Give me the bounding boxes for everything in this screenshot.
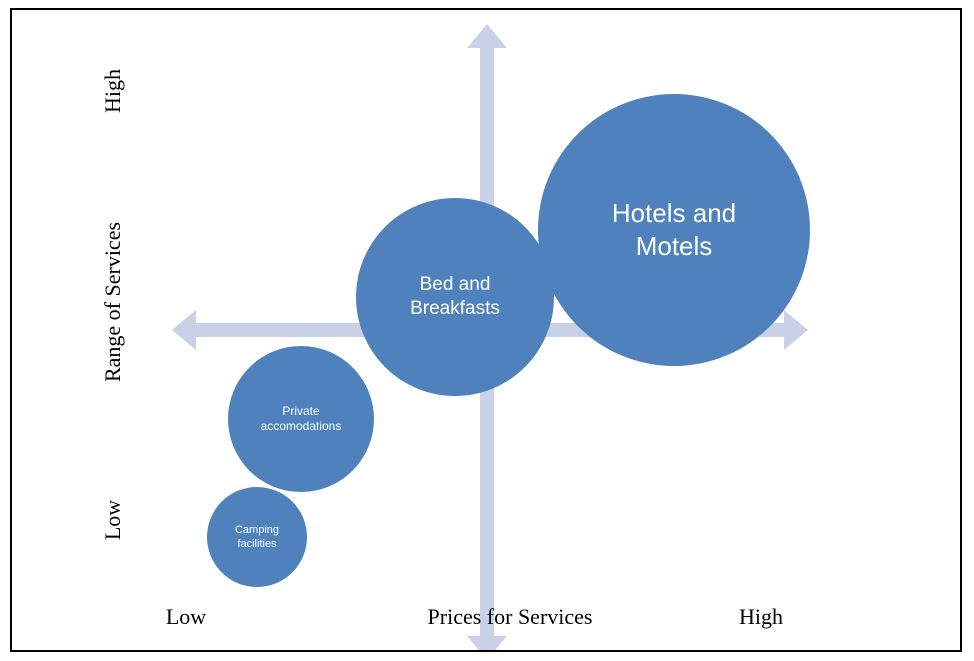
y-axis-label-low: Low xyxy=(100,499,125,541)
bubble-bed-and-breakfasts: Bed and Breakfasts xyxy=(356,198,554,396)
bubble-private-accomodations: Private accomodations xyxy=(228,346,374,492)
x-axis-label-low: Low xyxy=(165,604,207,629)
x-axis-title: Prices for Services xyxy=(427,604,593,629)
bubble-camping-facilities: Camping facilities xyxy=(207,487,307,587)
y-axis-title: Range of Services xyxy=(100,221,125,383)
y-axis-arrow-down-icon xyxy=(467,636,507,650)
x-axis-arrow-right-icon xyxy=(784,310,808,350)
y-axis-arrow-up-icon xyxy=(467,24,507,48)
chart-frame: Camping facilities Private accomodations… xyxy=(10,8,962,652)
y-axis-label-high: High xyxy=(100,69,125,113)
x-axis-arrow-left-icon xyxy=(172,310,196,350)
x-axis-label-high: High xyxy=(739,604,783,629)
bubble-hotels-and-motels: Hotels and Motels xyxy=(538,94,810,366)
